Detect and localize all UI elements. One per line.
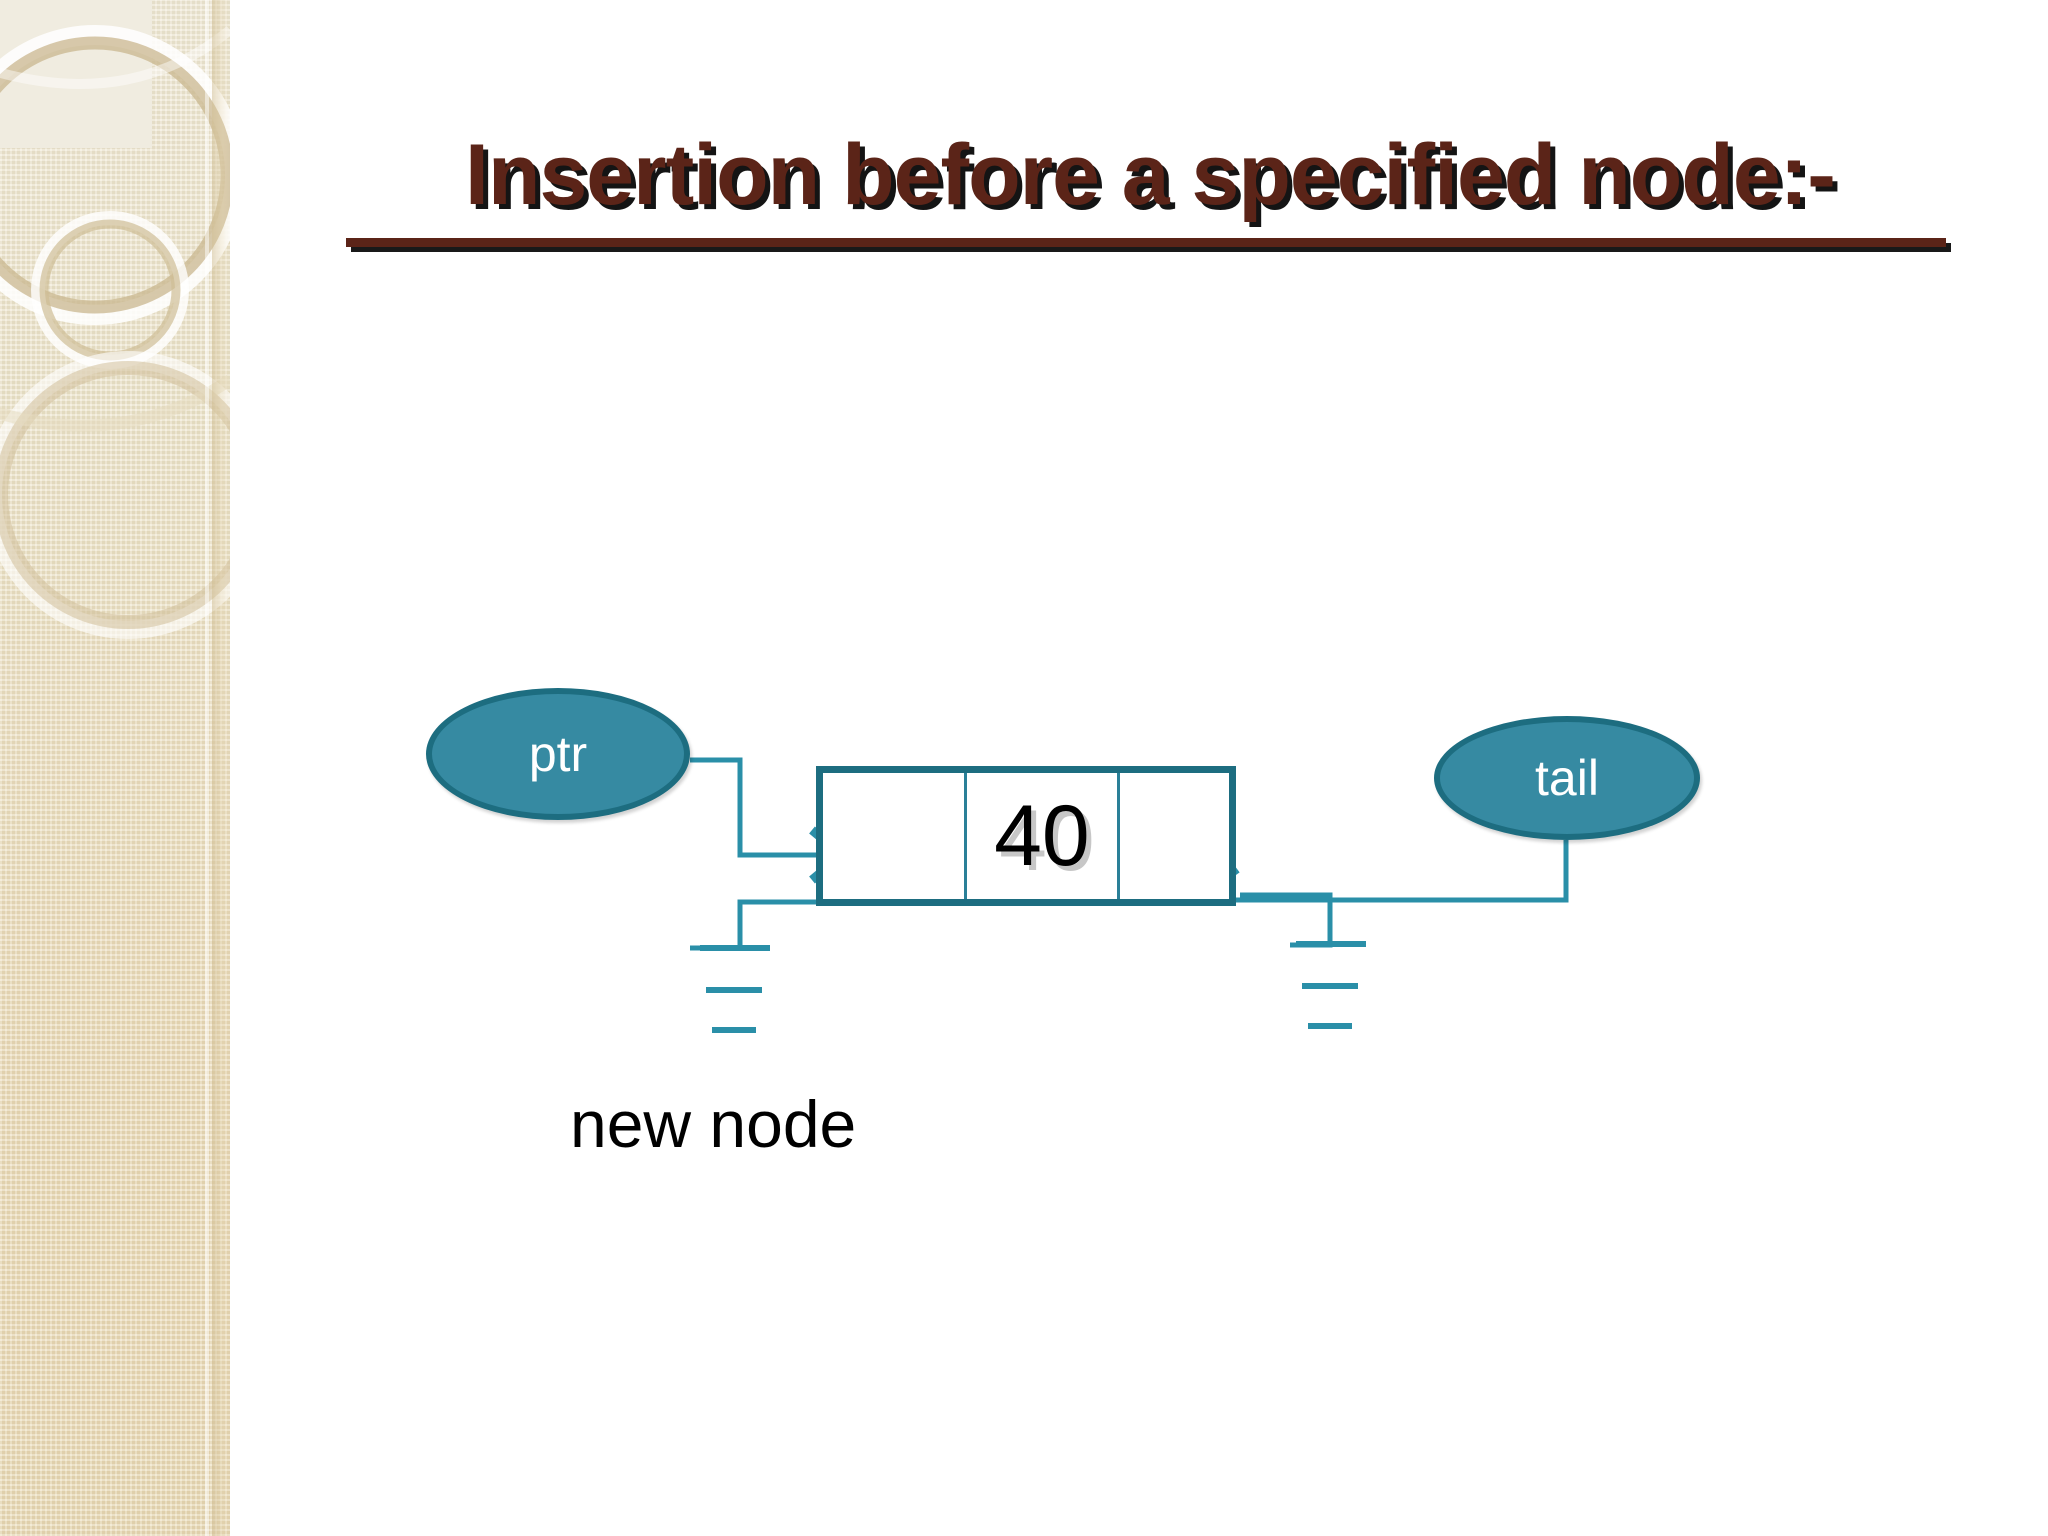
node-cell-prev (823, 773, 964, 899)
next-null-ground-icon (1296, 941, 1366, 1029)
tail-connector-line (1335, 840, 1569, 903)
sidebar-top-panel (0, 0, 152, 148)
sidebar-edge-shadow (212, 0, 230, 1536)
list-node-box[interactable]: 40 (816, 766, 1236, 906)
sidebar-highlight-strip (205, 0, 209, 1536)
ptr-label: ptr (528, 726, 588, 782)
sidebar-rings-decoration (0, 25, 230, 639)
tail-label: tail (1535, 750, 1599, 806)
prev-null-connector-line (690, 899, 830, 951)
node-cell-data: 40 (964, 773, 1120, 899)
title-underline (346, 238, 1946, 247)
page-title: Insertion before a specified node:- (465, 127, 1836, 223)
tail-pointer-node[interactable]: tail (1434, 716, 1700, 840)
node-data-value: 40 (994, 788, 1090, 884)
decorative-sidebar (0, 0, 230, 1536)
node-cell-next (1120, 773, 1229, 899)
new-node-caption: new node (570, 1087, 857, 1161)
ptr-connector-line (690, 757, 820, 858)
prev-null-ground-icon (700, 945, 770, 1033)
ptr-pointer-node[interactable]: ptr (426, 688, 690, 820)
